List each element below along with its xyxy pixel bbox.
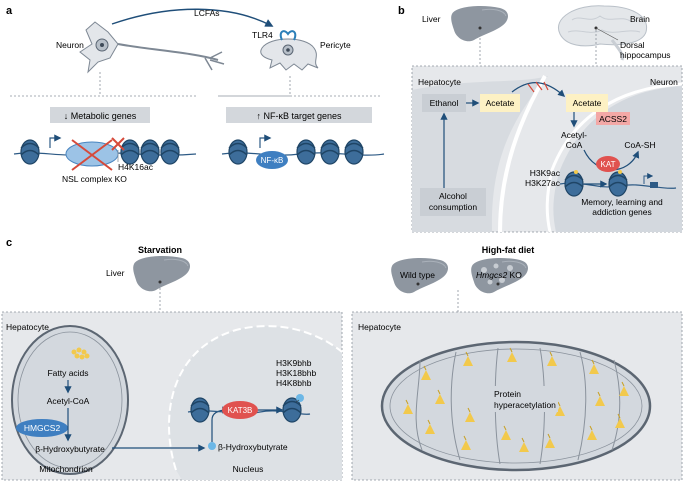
panel-b: b Liver Brain Dorsal hippocampus Hepatoc… [398,5,683,233]
pericyte-cell-icon [260,30,319,71]
alcohol-line1: Alcohol [439,191,467,201]
acetyl-label: Acetyl- [561,130,587,140]
alcohol-consumption-box [420,188,486,216]
h3k27ac-label: H3K27ac [525,178,561,188]
alcohol-line2: consumption [429,202,477,212]
fatty-acid-cluster-icon [71,347,90,360]
acetate-box-left [480,94,520,112]
pericyte-label: Pericyte [320,40,351,50]
brain-icon [557,5,648,61]
protein-line2: hyperacetylation [494,400,556,410]
acetate-label-right: Acetate [573,98,602,108]
nfkb-label: NF-κB [261,156,284,165]
hepatocyte-label-c-left: Hepatocyte [6,322,49,332]
panel-c: c Starvation High-fat diet Liver Wild ty… [1,237,683,481]
nucleus-label: Nucleus [233,464,264,474]
chromatin-b [559,170,677,197]
panel-a: a Neuron LCFAs TLR4 Pericyte ↓ Metabolic… [6,5,385,184]
neuron-label-b: Neuron [650,77,678,87]
chromatin-left [13,134,197,171]
h3k18bhb-label: H3K18bhb [276,368,316,378]
ethanol-label: Ethanol [430,98,459,108]
hepatocyte-label-b: Hepatocyte [418,77,461,87]
liver-label-c: Liver [106,268,125,278]
liver-icon-starvation [132,255,191,292]
neuron-cell-icon [79,21,225,74]
kat-enzyme [596,156,620,172]
h4k16ac-loss-icon [111,137,125,151]
bhb-label-mito: β-Hydroxybutyrate [35,444,105,454]
brain-label: Brain [630,14,650,24]
nsl-complex-label: NSL complex KO [62,174,127,184]
chromatin-c [187,394,311,423]
hmgcs2-label: HMGCS2 [24,423,61,433]
h4k16ac-label: H4K16ac [118,162,154,172]
coa-label: CoA [566,140,583,150]
chromatin-right [221,134,385,169]
neuron-region [553,86,682,232]
acss2-box [596,112,630,125]
starvation-title: Starvation [138,245,182,255]
hepatocyte-label-c-right: Hepatocyte [358,322,401,332]
tlr4-receptor-icon [279,30,297,41]
metabolic-genes-box [50,107,150,123]
acetate-label-left: Acetate [486,98,515,108]
protein-line1: Protein [494,389,521,399]
mitochondrion-label: Mitochondrion [39,464,93,474]
panel-c-letter: c [6,237,12,249]
panel-a-letter: a [6,5,13,17]
hippocampus-label: hippocampus [620,50,671,60]
acetyl-coa-label: Acetyl-CoA [47,396,90,406]
bhb-molecule-icon [208,442,216,450]
kat3b-enzyme [222,401,258,419]
liver-icon-knockout [470,257,529,294]
memory-line1: Memory, learning and [581,197,663,207]
liver-icon [450,5,509,42]
nfkb-target-genes-label: ↑ NF-κB target genes [256,111,342,121]
acetate-box-right [566,94,608,112]
h3k9bhb-label: H3K9bhb [276,358,312,368]
kat3b-label: KAT3B [228,406,253,415]
lcfas-label: LCFAs [194,8,220,18]
protein-hyperacetylation-box [490,386,558,412]
mitochondrion-shape [11,325,129,475]
dorsal-label: Dorsal [620,40,645,50]
wildtype-label: Wild type [400,270,435,280]
tlr4-label: TLR4 [252,30,273,40]
nfkb-factor [256,151,288,169]
coash-label: CoA-SH [624,140,655,150]
neuron-label: Neuron [56,40,84,50]
hmgcs2-ko-label: Hmgcs2 KO [476,270,522,280]
knockout-cross-icon [71,139,113,171]
hmgcs2-enzyme [16,419,68,437]
h4k8bhb-label: H4K8bhb [276,378,312,388]
panel-b-letter: b [398,5,405,17]
h3k9ac-label: H3K9ac [530,168,561,178]
hfd-title: High-fat diet [482,245,535,255]
lcfas-arrow [111,8,274,27]
kat-label: KAT [601,160,616,169]
liver-label-b: Liver [422,14,441,24]
nfkb-target-genes-box [226,107,372,123]
bhb-label-nucleus: β-Hydroxybutyrate [218,442,288,452]
acss2-label: ACSS2 [599,114,627,124]
memory-line2: addiction genes [592,207,652,217]
metabolic-genes-label: ↓ Metabolic genes [64,111,137,121]
fatty-acids-label: Fatty acids [47,368,88,378]
ethanol-box [422,94,466,112]
